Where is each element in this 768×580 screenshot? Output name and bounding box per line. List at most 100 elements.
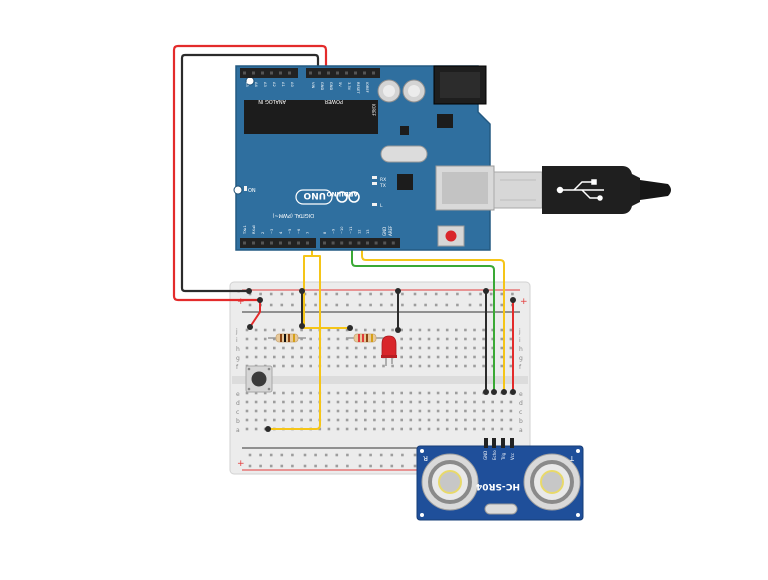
breadboard-hole[interactable] bbox=[373, 346, 376, 350]
rail-hole[interactable] bbox=[434, 292, 438, 296]
breadboard-hole[interactable] bbox=[491, 409, 494, 413]
rail-hole[interactable] bbox=[280, 453, 284, 457]
breadboard-hole[interactable] bbox=[291, 409, 294, 413]
rail-hole[interactable] bbox=[369, 292, 372, 296]
breadboard-hole[interactable] bbox=[491, 328, 494, 332]
rail-hole[interactable] bbox=[269, 453, 273, 457]
breadboard-hole[interactable] bbox=[354, 391, 358, 395]
breadboard-hole[interactable] bbox=[500, 400, 504, 404]
rail-hole[interactable] bbox=[500, 303, 504, 307]
breadboard-hole[interactable] bbox=[400, 418, 403, 422]
breadboard-hole[interactable] bbox=[418, 355, 422, 359]
breadboard-hole[interactable] bbox=[291, 418, 294, 422]
breadboard-hole[interactable] bbox=[273, 391, 276, 395]
breadboard-hole[interactable] bbox=[300, 400, 303, 404]
header-pin[interactable] bbox=[261, 241, 264, 245]
rail-hole[interactable] bbox=[413, 292, 417, 296]
header-pin[interactable] bbox=[327, 71, 330, 75]
breadboard-hole[interactable] bbox=[473, 355, 476, 359]
breadboard-hole[interactable] bbox=[409, 328, 413, 332]
breadboard-hole[interactable] bbox=[436, 355, 440, 359]
breadboard-hole[interactable] bbox=[354, 355, 358, 359]
breadboard-hole[interactable] bbox=[382, 418, 385, 422]
rail-hole[interactable] bbox=[259, 464, 262, 468]
breadboard-hole[interactable] bbox=[509, 337, 513, 341]
breadboard-hole[interactable] bbox=[482, 346, 485, 350]
breadboard-hole[interactable] bbox=[464, 364, 467, 368]
rail-hole[interactable] bbox=[401, 464, 404, 468]
breadboard-hole[interactable] bbox=[418, 337, 422, 341]
rail-hole[interactable] bbox=[324, 464, 328, 468]
breadboard-hole[interactable] bbox=[364, 418, 367, 422]
rail-hole[interactable] bbox=[390, 464, 394, 468]
breadboard-hole[interactable] bbox=[309, 328, 312, 332]
breadboard-hole[interactable] bbox=[382, 391, 385, 395]
breadboard-hole[interactable] bbox=[263, 328, 267, 332]
header-pin[interactable] bbox=[270, 71, 273, 75]
breadboard-hole[interactable] bbox=[436, 328, 440, 332]
breadboard-hole[interactable] bbox=[455, 391, 458, 395]
breadboard-hole[interactable] bbox=[464, 355, 467, 359]
pushbutton[interactable] bbox=[245, 365, 273, 393]
breadboard-hole[interactable] bbox=[464, 418, 467, 422]
breadboard-hole[interactable] bbox=[391, 364, 394, 368]
header-pin[interactable] bbox=[363, 71, 366, 75]
rail-hole[interactable] bbox=[468, 303, 472, 307]
breadboard-hole[interactable] bbox=[345, 427, 349, 431]
breadboard-hole[interactable] bbox=[427, 364, 431, 368]
breadboard-hole[interactable] bbox=[300, 355, 303, 359]
rail-hole[interactable] bbox=[346, 292, 349, 296]
breadboard-hole[interactable] bbox=[427, 400, 431, 404]
breadboard-hole[interactable] bbox=[445, 391, 449, 395]
breadboard-hole[interactable] bbox=[327, 355, 331, 359]
breadboard-hole[interactable] bbox=[455, 400, 458, 404]
breadboard-hole[interactable] bbox=[409, 355, 413, 359]
breadboard-hole[interactable] bbox=[263, 337, 267, 341]
breadboard-hole[interactable] bbox=[291, 346, 294, 350]
breadboard-hole[interactable] bbox=[364, 364, 367, 368]
breadboard-hole[interactable] bbox=[336, 400, 340, 404]
breadboard-hole[interactable] bbox=[345, 337, 349, 341]
rail-hole[interactable] bbox=[358, 464, 362, 468]
breadboard-hole[interactable] bbox=[345, 328, 349, 332]
header-pin[interactable] bbox=[306, 241, 309, 245]
breadboard-hole[interactable] bbox=[345, 400, 349, 404]
rail-hole[interactable] bbox=[303, 464, 307, 468]
header-pin[interactable] bbox=[340, 241, 344, 245]
breadboard-hole[interactable] bbox=[400, 346, 403, 350]
breadboard-hole[interactable] bbox=[327, 328, 331, 332]
breadboard-hole[interactable] bbox=[336, 337, 340, 341]
breadboard-hole[interactable] bbox=[482, 427, 485, 431]
header-pin[interactable] bbox=[252, 71, 255, 75]
breadboard-hole[interactable] bbox=[327, 391, 331, 395]
breadboard-hole[interactable] bbox=[254, 418, 258, 422]
breadboard-hole[interactable] bbox=[300, 391, 303, 395]
wire-yellow-pin7[interactable] bbox=[267, 237, 321, 430]
rail-hole[interactable] bbox=[280, 292, 284, 296]
rail-hole[interactable] bbox=[479, 303, 482, 307]
breadboard-hole[interactable] bbox=[327, 418, 331, 422]
analog-header[interactable] bbox=[240, 68, 298, 78]
breadboard-hole[interactable] bbox=[427, 391, 431, 395]
rail-hole[interactable] bbox=[314, 453, 317, 457]
breadboard-hole[interactable] bbox=[500, 364, 504, 368]
rail-hole[interactable] bbox=[511, 292, 514, 296]
breadboard-hole[interactable] bbox=[445, 355, 449, 359]
breadboard-hole[interactable] bbox=[282, 400, 285, 404]
breadboard-hole[interactable] bbox=[409, 364, 413, 368]
breadboard-hole[interactable] bbox=[464, 427, 467, 431]
breadboard-hole[interactable] bbox=[400, 427, 403, 431]
rail-hole[interactable] bbox=[335, 303, 339, 307]
breadboard-hole[interactable] bbox=[336, 427, 340, 431]
header-pin[interactable] bbox=[357, 241, 361, 245]
rail-hole[interactable] bbox=[424, 303, 427, 307]
breadboard-hole[interactable] bbox=[345, 364, 349, 368]
breadboard-hole[interactable] bbox=[473, 400, 476, 404]
breadboard-hole[interactable] bbox=[500, 427, 504, 431]
breadboard-hole[interactable] bbox=[300, 337, 303, 341]
breadboard-hole[interactable] bbox=[309, 364, 312, 368]
header-pin[interactable] bbox=[279, 241, 282, 245]
breadboard-hole[interactable] bbox=[509, 400, 513, 404]
breadboard-hole[interactable] bbox=[354, 418, 358, 422]
breadboard-hole[interactable] bbox=[482, 400, 485, 404]
